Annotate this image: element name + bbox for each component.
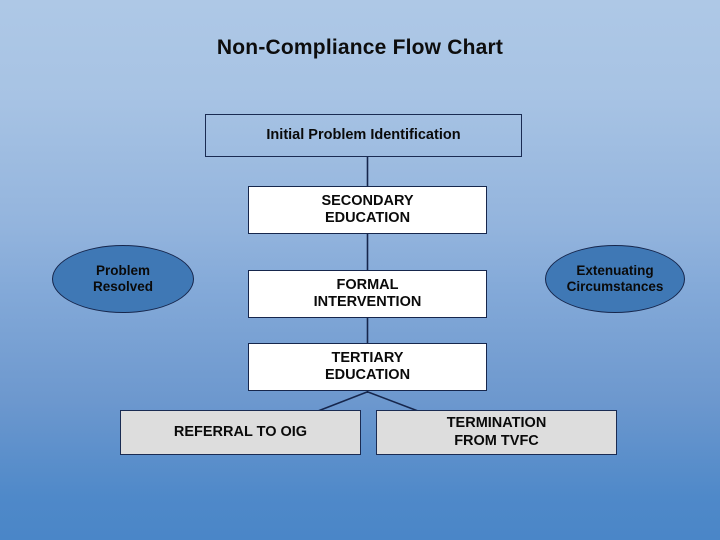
node-label-line1: SECONDARY <box>321 192 414 209</box>
node-label: TERTIARY EDUCATION <box>325 350 410 384</box>
node-label: FORMAL INTERVENTION <box>314 277 422 311</box>
connector-tertiary-to-referral <box>317 391 368 412</box>
node-label-line2: EDUCATION <box>324 210 411 226</box>
node-extenuating-circumstances[interactable]: Extenuating Circumstances <box>545 245 685 313</box>
node-label-line2: INTERVENTION <box>313 294 422 310</box>
node-referral-to-oig[interactable]: REFERRAL TO OIG <box>120 410 361 455</box>
node-label: Problem Resolved <box>93 263 153 295</box>
page-title: Non-Compliance Flow Chart <box>216 36 504 59</box>
node-label-line2: Circumstances <box>566 279 664 294</box>
node-label: SECONDARY EDUCATION <box>321 193 413 227</box>
node-label-line2: Resolved <box>92 279 154 294</box>
node-secondary-education[interactable]: SECONDARY EDUCATION <box>248 186 487 234</box>
node-label: TERMINATION FROM TVFC <box>447 415 547 449</box>
node-label-line1: TERMINATION <box>446 415 547 432</box>
node-label-line1: Extenuating <box>576 263 654 279</box>
node-label-line1: TERTIARY <box>331 349 404 366</box>
node-label: REFERRAL TO OIG <box>173 423 308 440</box>
node-label-line1: Problem <box>95 263 150 279</box>
node-label-line2: EDUCATION <box>324 367 411 383</box>
node-label: Initial Problem Identification <box>266 126 461 143</box>
node-label: Extenuating Circumstances <box>567 263 664 295</box>
node-initial-problem-identification[interactable]: Initial Problem Identification <box>205 114 522 157</box>
node-formal-intervention[interactable]: FORMAL INTERVENTION <box>248 270 487 318</box>
node-label-line1: FORMAL <box>336 276 399 293</box>
connector-tertiary-to-termination <box>367 391 419 412</box>
node-termination-from-tvfc[interactable]: TERMINATION FROM TVFC <box>376 410 617 455</box>
node-problem-resolved[interactable]: Problem Resolved <box>52 245 194 313</box>
node-label-line2: FROM TVFC <box>454 432 539 449</box>
node-tertiary-education[interactable]: TERTIARY EDUCATION <box>248 343 487 391</box>
